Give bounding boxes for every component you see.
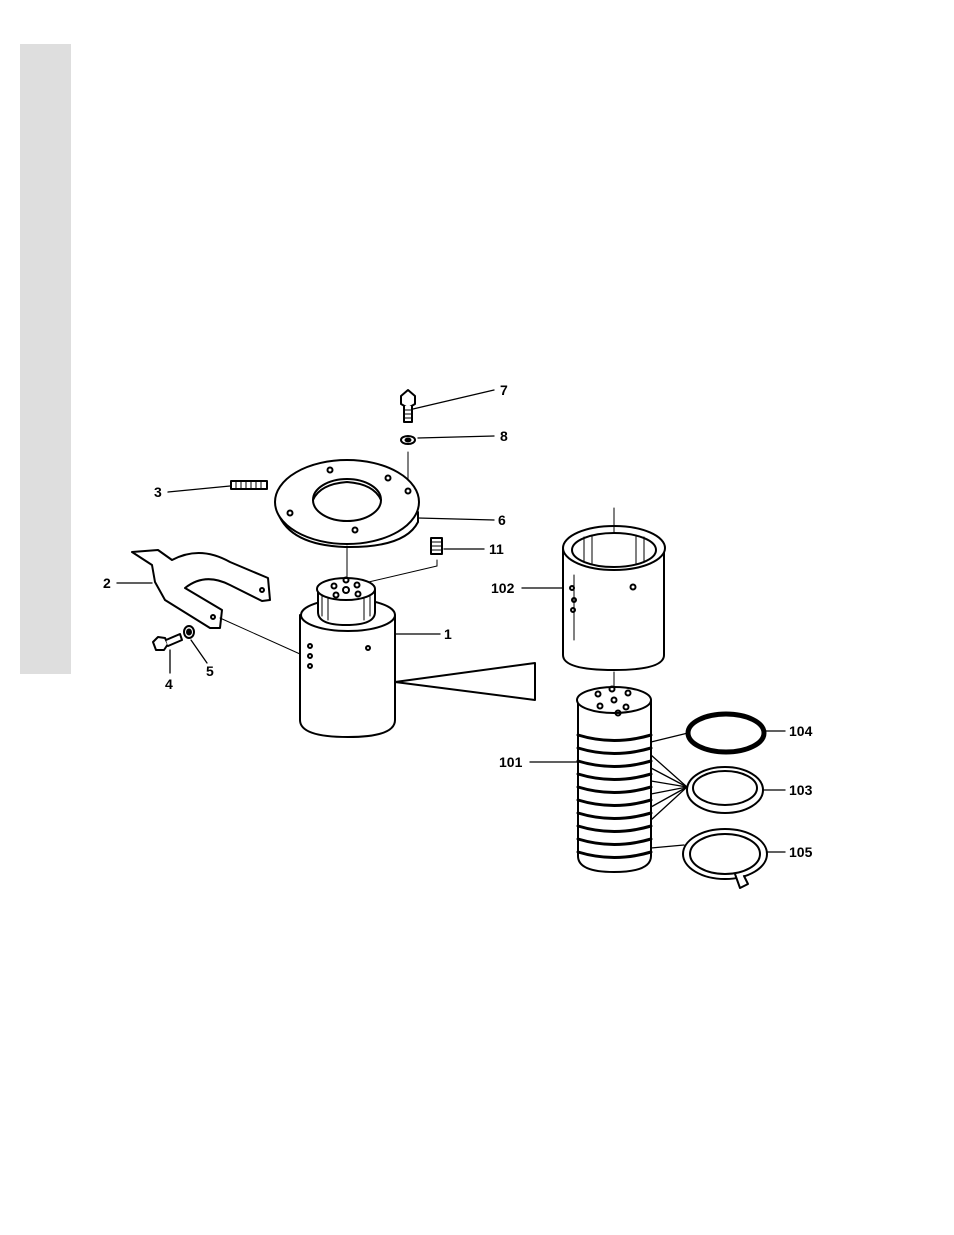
callout-2: 2 xyxy=(103,575,111,591)
callout-7: 7 xyxy=(500,382,508,398)
callout-1: 1 xyxy=(444,626,452,642)
part-7-bolt xyxy=(401,390,415,422)
callout-103: 103 xyxy=(789,782,813,798)
part-1-housing xyxy=(300,578,395,738)
callout-5: 5 xyxy=(206,663,214,679)
callout-104: 104 xyxy=(789,723,813,739)
callout-3: 3 xyxy=(154,484,162,500)
part-104-o-ring xyxy=(688,714,764,752)
callout-4: 4 xyxy=(165,676,173,692)
part-101-spool xyxy=(577,687,651,873)
part-102-sleeve xyxy=(563,508,665,698)
callout-8: 8 xyxy=(500,428,508,444)
callout-101: 101 xyxy=(499,754,523,770)
callout-6: 6 xyxy=(498,512,506,528)
part-103-backup-ring xyxy=(687,767,763,813)
callout-11: 11 xyxy=(489,541,504,557)
detail-wedge xyxy=(395,663,535,700)
callout-102: 102 xyxy=(491,580,515,596)
part-6-flange-plate xyxy=(275,460,419,547)
callout-105: 105 xyxy=(789,844,813,860)
part-4-cap-screw xyxy=(153,634,182,650)
part-105-retaining-ring xyxy=(683,829,767,888)
part-5-lock-washer xyxy=(184,626,194,638)
part-3-threaded-pin xyxy=(231,481,267,489)
part-8-washer xyxy=(401,436,415,480)
